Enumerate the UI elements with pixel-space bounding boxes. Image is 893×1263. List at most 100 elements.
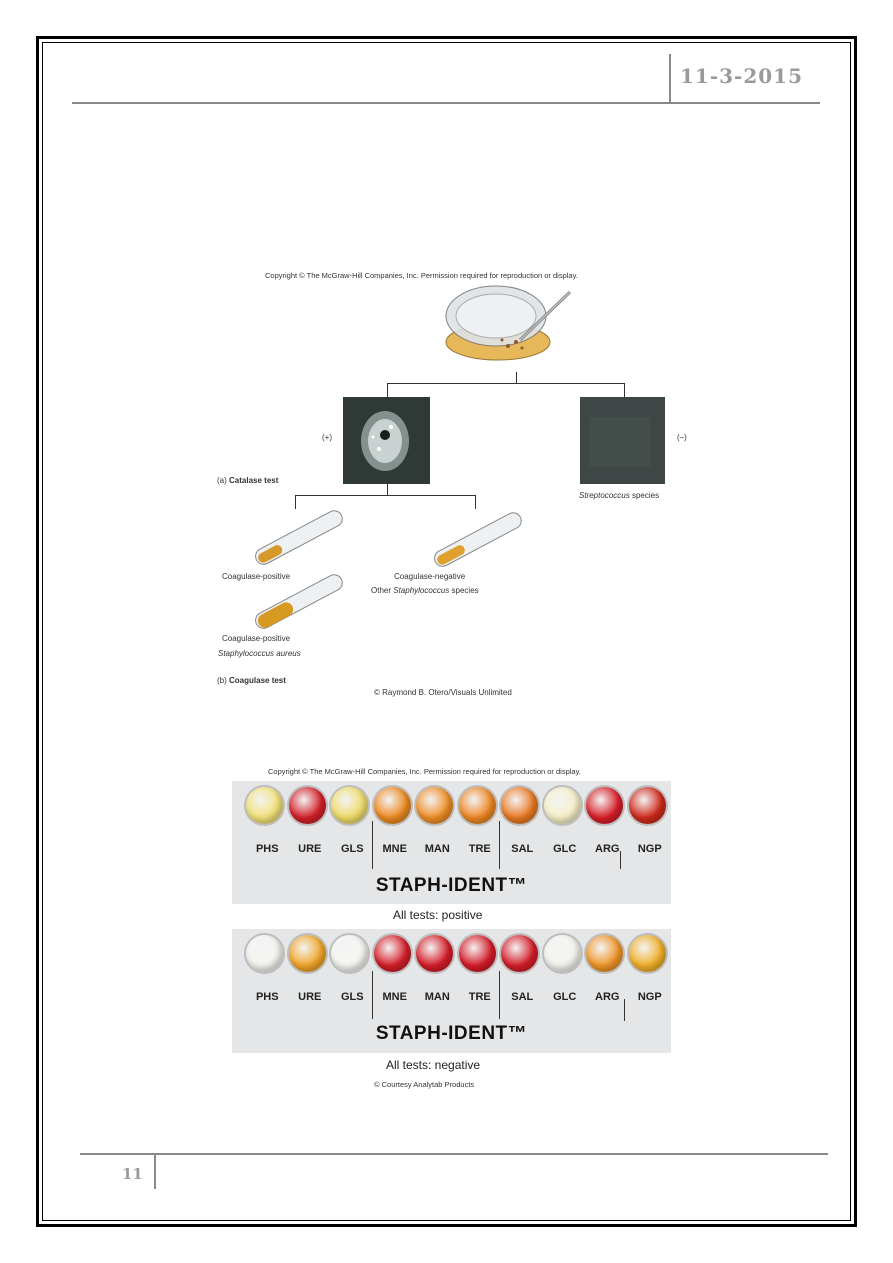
coagulase-test-caption: (b) Coagulase test (217, 676, 286, 685)
positive-well-tre (458, 787, 496, 824)
coag-title: Coagulase test (229, 676, 286, 685)
negative-well-ure (288, 935, 326, 972)
negative-well-phs (246, 935, 283, 972)
strep-name: Streptococcus (579, 491, 630, 500)
page-number: 11 (122, 1165, 143, 1183)
neg-separator-3 (624, 999, 625, 1021)
positive-brand: STAPH-IDENT™ (375, 875, 528, 896)
negative-label-tre: TRE (468, 991, 491, 1003)
negative-well-arg (586, 935, 623, 972)
negative-label-gls: GLS (340, 991, 364, 1003)
header-divider (669, 54, 671, 102)
negative-label-glc: GLC (553, 991, 577, 1003)
catalase-negative-photo (580, 397, 665, 484)
positive-well-ure (288, 787, 326, 824)
petri-dish-illustration (445, 285, 572, 361)
catalase-plus-label: (+) (322, 433, 332, 442)
tree-stem (516, 372, 517, 384)
positive-well-glc (543, 787, 581, 824)
positive-label-gls: GLS (340, 843, 364, 855)
tree-left-drop (387, 383, 388, 397)
positive-label-glc: GLC (553, 843, 577, 855)
pos-separator-1 (372, 821, 373, 869)
negative-wells (246, 935, 671, 979)
positive-label-man: MAN (424, 843, 450, 855)
tree2-branch (295, 495, 476, 496)
negative-label-phs: PHS (255, 991, 279, 1003)
staph-aureus-label: Staphylococcus aureus (218, 649, 301, 658)
negative-label-mne: MNE (382, 991, 407, 1003)
page-outer-border (36, 36, 857, 1227)
positive-well-gls (331, 787, 368, 824)
negative-label-ngp: NGP (637, 991, 662, 1003)
positive-label-sal: SAL (511, 843, 534, 855)
catalase-positive-photo (343, 397, 430, 484)
positive-label-arg: ARG (595, 843, 620, 855)
positive-label-ngp: NGP (637, 843, 662, 855)
page-inner-border (42, 42, 851, 1221)
negative-label-ure: URE (298, 991, 322, 1003)
tree2-stem (387, 484, 388, 496)
positive-labels: PHS URE GLS MNE MAN TRE SAL GLC ARG NGP (246, 843, 671, 855)
tube-coag-positive-2 (255, 574, 343, 629)
positive-caption: All tests: positive (393, 908, 483, 922)
other-suffix: species (451, 586, 479, 595)
positive-well-sal (501, 787, 538, 824)
strep-suffix: species (631, 491, 660, 500)
header-date: 11-3-2015 (680, 64, 804, 88)
figure1-copyright: Copyright © The McGraw-Hill Companies, I… (265, 271, 578, 280)
strip-negative: PHS URE GLS MNE MAN TRE SAL GLC ARG NGP STAPH-IDE… (232, 929, 671, 1053)
negative-labels: PHS URE GLS MNE MAN TRE SAL GLC ARG NGP (246, 991, 671, 1003)
strip-positive: PHS URE GLS MNE MAN TRE SAL GLC ARG NGP STAPH-IDE… (232, 781, 671, 904)
coag-positive-1-label: Coagulase-positive (222, 572, 291, 581)
positive-label-tre: TRE (468, 843, 491, 855)
catalase-test-caption: (a) Catalase test (217, 476, 278, 485)
negative-well-man (416, 935, 453, 972)
coag-negative-label: Coagulase-negative (394, 572, 466, 581)
other-prefix: Other (371, 586, 392, 595)
pos-separator-2 (499, 821, 500, 869)
negative-well-mne (373, 935, 411, 972)
negative-label-sal: SAL (511, 991, 534, 1003)
coag-positive-2-label: Coagulase-positive (222, 634, 291, 643)
positive-well-ngp (628, 787, 666, 824)
positive-well-man (416, 787, 453, 824)
other-staph-label: Other Staphylococcus species (371, 586, 479, 595)
pos-separator-3 (620, 851, 621, 869)
staph-aureus-name: Staphylococcus aureus (218, 649, 301, 658)
negative-label-man: MAN (424, 991, 450, 1003)
strep-caption: Streptococcus species (579, 491, 659, 500)
negative-well-gls (331, 935, 368, 972)
positive-label-ure: URE (298, 843, 322, 855)
figure2-credit: © Courtesy Analytab Products (374, 1080, 475, 1089)
footer-divider (154, 1153, 156, 1189)
tree2-left-drop (295, 495, 296, 509)
catalase-minus-label: (–) (677, 433, 687, 442)
negative-brand: STAPH-IDENT™ (375, 1023, 528, 1044)
header-rule (72, 102, 820, 104)
positive-label-mne: MNE (382, 843, 407, 855)
coag-prefix: (b) (217, 676, 227, 685)
positive-well-phs (246, 787, 283, 824)
positive-well-mne (373, 787, 411, 824)
negative-well-tre (458, 935, 496, 972)
negative-well-sal (501, 935, 538, 972)
neg-separator-1 (372, 971, 373, 1019)
tube-coag-negative (434, 512, 522, 567)
positive-label-phs: PHS (255, 843, 279, 855)
catalase-prefix: (a) (217, 476, 227, 485)
other-staph-genus: Staphylococcus (393, 586, 450, 595)
tree-branch (387, 383, 625, 384)
negative-well-glc (543, 935, 581, 972)
negative-label-arg: ARG (595, 991, 620, 1003)
negative-well-ngp (628, 935, 666, 972)
tube-coag-positive-1 (255, 510, 343, 565)
positive-well-arg (586, 787, 623, 824)
catalase-title: Catalase test (229, 476, 279, 485)
tree-right-drop (624, 383, 625, 397)
figure1-credit: © Raymond B. Otero/Visuals Unlimited (374, 688, 512, 697)
footer-rule (80, 1153, 828, 1155)
negative-caption: All tests: negative (386, 1058, 481, 1072)
tree2-right-drop (475, 495, 476, 509)
positive-wells (246, 787, 671, 831)
